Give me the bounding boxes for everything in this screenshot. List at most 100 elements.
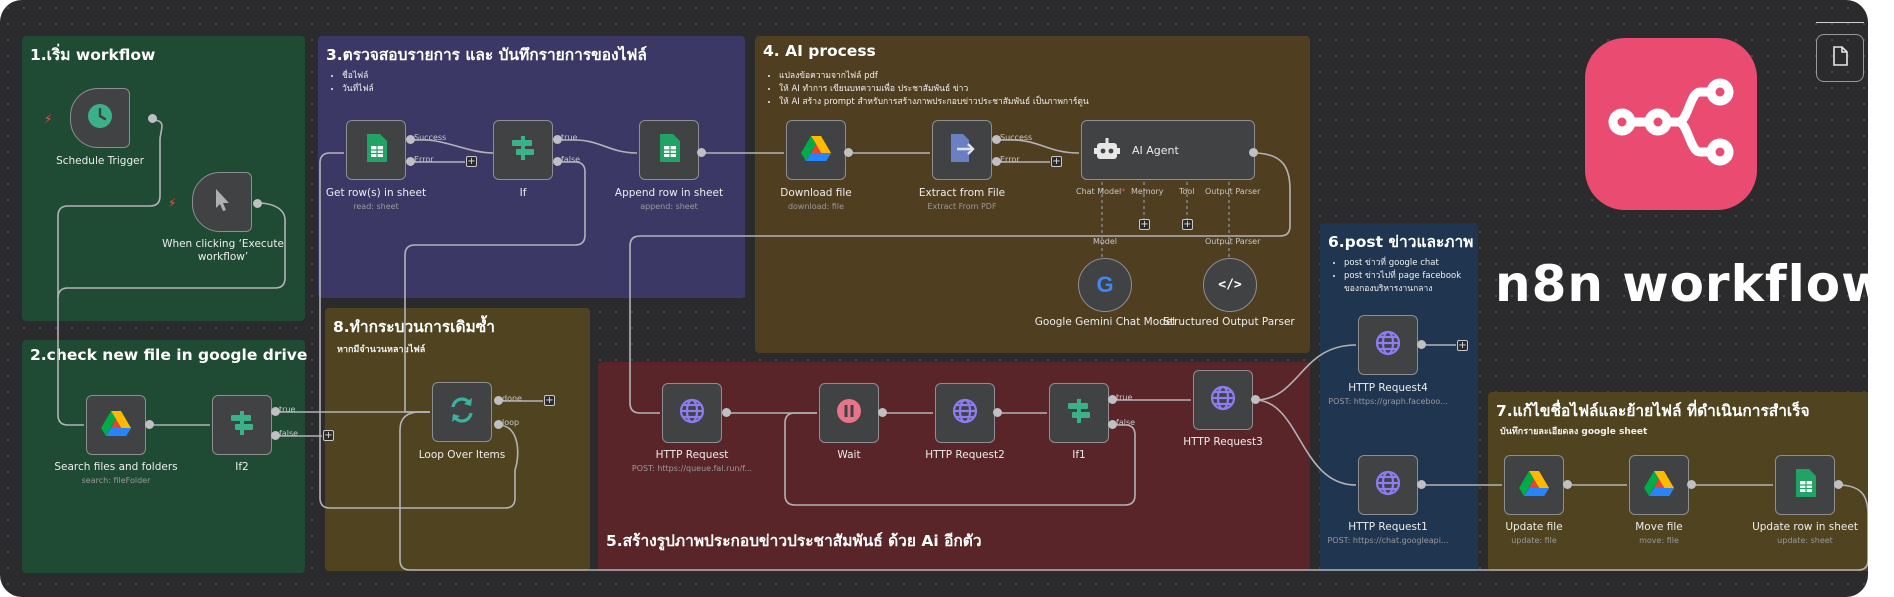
node-update-row[interactable] bbox=[1775, 455, 1835, 515]
add-memory-button[interactable]: + bbox=[1139, 219, 1150, 230]
sticky-note-check-drive[interactable]: 2.check new file in google drive bbox=[22, 340, 308, 573]
port-label-error: Error bbox=[414, 155, 434, 164]
port-label-success: Success bbox=[1000, 133, 1033, 142]
output-port[interactable] bbox=[1108, 395, 1117, 404]
sticky-title: 2.check new file in google drive bbox=[30, 346, 308, 364]
edge bbox=[557, 139, 638, 154]
output-port[interactable] bbox=[406, 135, 415, 144]
output-port[interactable] bbox=[697, 148, 706, 157]
node-label: Search files and folders bbox=[54, 461, 178, 473]
output-port[interactable] bbox=[494, 396, 503, 405]
node-search-files[interactable] bbox=[86, 395, 146, 455]
node-label: When clicking ‘Execute workflow’ bbox=[162, 238, 284, 263]
output-port[interactable] bbox=[1687, 480, 1696, 489]
output-port[interactable] bbox=[406, 157, 415, 166]
node-if2[interactable] bbox=[212, 395, 272, 455]
output-port[interactable] bbox=[253, 199, 262, 208]
node-http-request4[interactable] bbox=[1358, 315, 1418, 375]
sticky-notes-button[interactable] bbox=[1816, 34, 1864, 82]
node-subtitle: Extract From PDF bbox=[927, 202, 997, 211]
node-label: Loop Over Items bbox=[418, 449, 506, 461]
output-port[interactable] bbox=[553, 157, 562, 166]
output-port[interactable] bbox=[145, 420, 154, 429]
edge bbox=[410, 139, 494, 154]
node-label: If2 bbox=[235, 461, 249, 473]
globe-icon bbox=[951, 397, 979, 429]
node-http-request[interactable] bbox=[662, 383, 722, 443]
output-port[interactable] bbox=[271, 407, 280, 416]
node-extract-from-file[interactable] bbox=[932, 120, 992, 180]
branch-icon bbox=[228, 409, 256, 441]
node-if1[interactable] bbox=[1049, 383, 1109, 443]
output-port[interactable] bbox=[722, 408, 731, 417]
sticky-note-post-news[interactable]: 6.post ข่าวและภาพ post ข่าวที่ google ch… bbox=[1320, 223, 1478, 571]
sticky-note-start[interactable]: 1.เริ่ม workflow bbox=[22, 36, 305, 321]
sticky-subtitle: บันทึกรายละเอียดลง google sheet bbox=[1500, 427, 1648, 437]
output-port[interactable] bbox=[1834, 480, 1843, 489]
output-port[interactable] bbox=[1417, 340, 1426, 349]
node-move-file[interactable] bbox=[1629, 455, 1689, 515]
node-http-request3[interactable] bbox=[1193, 370, 1253, 430]
output-port[interactable] bbox=[271, 431, 280, 440]
add-node-button[interactable]: + bbox=[1457, 340, 1468, 351]
output-port[interactable] bbox=[878, 408, 887, 417]
node-wait[interactable] bbox=[819, 383, 879, 443]
node-gemini-chat-model[interactable]: G bbox=[1078, 258, 1132, 312]
node-append-row[interactable] bbox=[639, 120, 699, 180]
globe-icon bbox=[1209, 384, 1237, 416]
output-port[interactable] bbox=[1417, 480, 1426, 489]
add-node-button[interactable]: + bbox=[544, 395, 555, 406]
node-get-rows[interactable] bbox=[346, 120, 406, 180]
node-subtitle: update: sheet bbox=[1777, 536, 1833, 545]
output-port[interactable] bbox=[148, 114, 157, 123]
add-node-button[interactable]: + bbox=[466, 156, 477, 167]
pause-icon bbox=[836, 398, 862, 428]
edge bbox=[57, 119, 163, 426]
note-item: ให้ AI ทำการ เขียนบทความเพื่อ ประชาสัมพั… bbox=[779, 83, 1089, 96]
node-label: AI Agent bbox=[1132, 144, 1179, 157]
node-download-file[interactable] bbox=[786, 120, 846, 180]
document-icon bbox=[1832, 46, 1848, 70]
note-item: post ข่าวที่ google chat bbox=[1344, 257, 1474, 270]
edge bbox=[629, 152, 1291, 414]
node-label: Update file bbox=[1505, 521, 1563, 533]
port-label-true: true bbox=[1116, 393, 1133, 402]
node-manual-trigger[interactable] bbox=[192, 172, 252, 232]
note-item: post ข่าวไปที่ page facebook ของกองบริหา… bbox=[1344, 270, 1474, 296]
sticky-notes: ชื่อไฟล์ วันที่ไฟล์ bbox=[332, 70, 374, 96]
node-ai-agent[interactable]: AI Agent bbox=[1081, 120, 1255, 180]
node-loop-over-items[interactable] bbox=[432, 382, 492, 442]
sticky-notes: post ข่าวที่ google chat post ข่าวไปที่ … bbox=[1334, 257, 1474, 296]
output-port[interactable] bbox=[494, 420, 503, 429]
output-port[interactable] bbox=[992, 135, 1001, 144]
google-sheets-icon bbox=[365, 134, 387, 166]
add-node-button[interactable]: + bbox=[323, 430, 334, 441]
output-port[interactable] bbox=[1108, 420, 1117, 429]
output-port[interactable] bbox=[844, 148, 853, 157]
node-schedule-trigger[interactable] bbox=[70, 88, 130, 148]
google-sheets-icon bbox=[658, 134, 680, 166]
output-port[interactable] bbox=[1251, 395, 1260, 404]
note-item: แปลงข้อความจากไฟล์ pdf bbox=[779, 70, 1089, 83]
output-port[interactable] bbox=[992, 157, 1001, 166]
edge bbox=[399, 411, 1868, 571]
globe-icon bbox=[1374, 329, 1402, 361]
node-update-file[interactable] bbox=[1504, 455, 1564, 515]
add-tool-button[interactable]: + bbox=[1182, 219, 1193, 230]
node-http-request2[interactable] bbox=[935, 383, 995, 443]
node-structured-output-parser[interactable]: </> bbox=[1203, 258, 1257, 312]
port-label-tool: Tool bbox=[1179, 187, 1195, 196]
add-node-button[interactable]: + bbox=[1051, 156, 1062, 167]
output-port[interactable] bbox=[993, 408, 1002, 417]
port-label-chat-model: Chat Model* bbox=[1076, 187, 1126, 196]
globe-icon bbox=[678, 397, 706, 429]
output-port[interactable] bbox=[1563, 480, 1572, 489]
node-http-request1[interactable] bbox=[1358, 455, 1418, 515]
brand-title: n8n workflow bbox=[1495, 255, 1868, 313]
output-port[interactable] bbox=[553, 135, 562, 144]
output-port[interactable] bbox=[1249, 148, 1258, 157]
google-sheets-icon bbox=[1794, 469, 1816, 501]
node-if[interactable] bbox=[493, 120, 553, 180]
node-subtitle: append: sheet bbox=[640, 202, 698, 211]
